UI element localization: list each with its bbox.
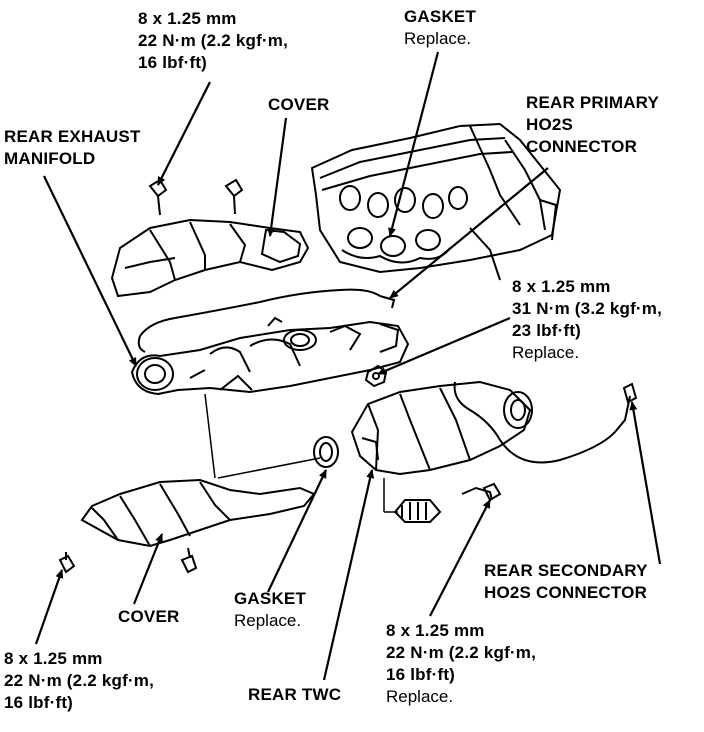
label-cover-bottom-title: COVER bbox=[118, 607, 180, 626]
label-cover-top: COVER bbox=[268, 94, 329, 116]
label-nut-right-line-2: 31 N·m (3.2 kgf·m, bbox=[512, 299, 663, 318]
label-nut-right-line-1: 8 x 1.25 mm bbox=[512, 277, 611, 296]
arrow-rear-secondary bbox=[629, 401, 662, 565]
label-gasket-top: GASKET Replace. bbox=[404, 6, 476, 50]
flange-nut-drawing bbox=[364, 364, 388, 388]
label-gasket-bottom-title: GASKET bbox=[234, 589, 307, 608]
label-rear-secondary-line-2: HO2S CONNECTOR bbox=[484, 583, 648, 602]
label-nut-right-line-3: 23 lbf·ft) bbox=[512, 321, 582, 340]
label-bolt-bottom-left-line-3: 16 lbf·ft) bbox=[4, 693, 74, 712]
label-bolt-bottom-right-line-4: Replace. bbox=[386, 687, 454, 706]
label-gasket-top-note: Replace. bbox=[404, 29, 472, 48]
arrow-cover-top bbox=[267, 117, 288, 237]
label-gasket-bottom-note: Replace. bbox=[234, 611, 302, 630]
lower-cover-drawing bbox=[58, 478, 316, 574]
label-rear-twc-title: REAR TWC bbox=[248, 685, 342, 704]
label-rear-primary: REAR PRIMARY HO2S CONNECTOR bbox=[526, 92, 659, 158]
arrow-bolt-bottom-right bbox=[429, 499, 491, 617]
label-rear-primary-line-3: CONNECTOR bbox=[526, 137, 638, 156]
exhaust-manifold-drawing bbox=[130, 288, 410, 396]
arrow-gasket-top bbox=[388, 51, 440, 237]
arrow-gasket-bottom bbox=[267, 469, 327, 593]
label-cover-top-title: COVER bbox=[268, 95, 330, 114]
label-bolt-bottom-left: 8 x 1.25 mm 22 N·m (2.2 kgf·m, 16 lbf·ft… bbox=[4, 648, 154, 714]
label-bolt-bottom-right-line-3: 16 lbf·ft) bbox=[386, 665, 456, 684]
label-top-bolt-line-2: 22 N·m (2.2 kgf·m, bbox=[138, 31, 289, 50]
cylinder-head-drawing bbox=[310, 122, 562, 281]
label-bolt-bottom-right-line-1: 8 x 1.25 mm bbox=[386, 621, 485, 640]
label-top-bolt-line-3: 16 lbf·ft) bbox=[138, 53, 208, 72]
label-cover-bottom: COVER bbox=[118, 606, 179, 628]
label-bolt-bottom-right: 8 x 1.25 mm 22 N·m (2.2 kgf·m, 16 lbf·ft… bbox=[386, 620, 536, 708]
label-nut-right: 8 x 1.25 mm 31 N·m (3.2 kgf·m, 23 lbf·ft… bbox=[512, 276, 662, 364]
rear-twc-drawing bbox=[350, 380, 638, 523]
label-rear-primary-line-1: REAR PRIMARY bbox=[526, 93, 660, 112]
gasket-ring-drawing bbox=[313, 436, 339, 468]
label-rear-exhaust-line-2: MANIFOLD bbox=[4, 149, 96, 168]
label-gasket-top-title: GASKET bbox=[404, 7, 477, 26]
label-rear-twc: REAR TWC bbox=[248, 684, 341, 706]
label-gasket-bottom: GASKET Replace. bbox=[234, 588, 306, 632]
label-rear-exhaust-line-1: REAR EXHAUST bbox=[4, 127, 141, 146]
arrow-cover-bottom bbox=[132, 533, 164, 605]
arrow-rear-primary bbox=[389, 167, 549, 299]
label-rear-exhaust: REAR EXHAUST MANIFOLD bbox=[4, 126, 141, 170]
upper-cover-drawing bbox=[110, 178, 310, 298]
arrow-nut-right bbox=[377, 316, 511, 376]
arrow-rear-exhaust bbox=[43, 175, 137, 367]
label-bolt-bottom-left-line-1: 8 x 1.25 mm bbox=[4, 649, 103, 668]
label-rear-secondary: REAR SECONDARY HO2S CONNECTOR bbox=[484, 560, 648, 604]
label-rear-primary-line-2: HO2S bbox=[526, 115, 574, 134]
label-bolt-bottom-left-line-2: 22 N·m (2.2 kgf·m, bbox=[4, 671, 155, 690]
label-bolt-bottom-right-line-2: 22 N·m (2.2 kgf·m, bbox=[386, 643, 537, 662]
arrow-top-bolt bbox=[157, 81, 211, 186]
label-top-bolt-line-1: 8 x 1.25 mm bbox=[138, 9, 237, 28]
label-top-bolt: 8 x 1.25 mm 22 N·m (2.2 kgf·m, 16 lbf·ft… bbox=[138, 8, 288, 74]
arrow-rear-twc bbox=[322, 469, 375, 681]
guide-lines bbox=[204, 393, 398, 513]
label-rear-secondary-line-1: REAR SECONDARY bbox=[484, 561, 648, 580]
label-nut-right-line-4: Replace. bbox=[512, 343, 580, 362]
arrow-bolt-bottom-left bbox=[34, 569, 64, 645]
leader-arrows bbox=[34, 51, 662, 681]
